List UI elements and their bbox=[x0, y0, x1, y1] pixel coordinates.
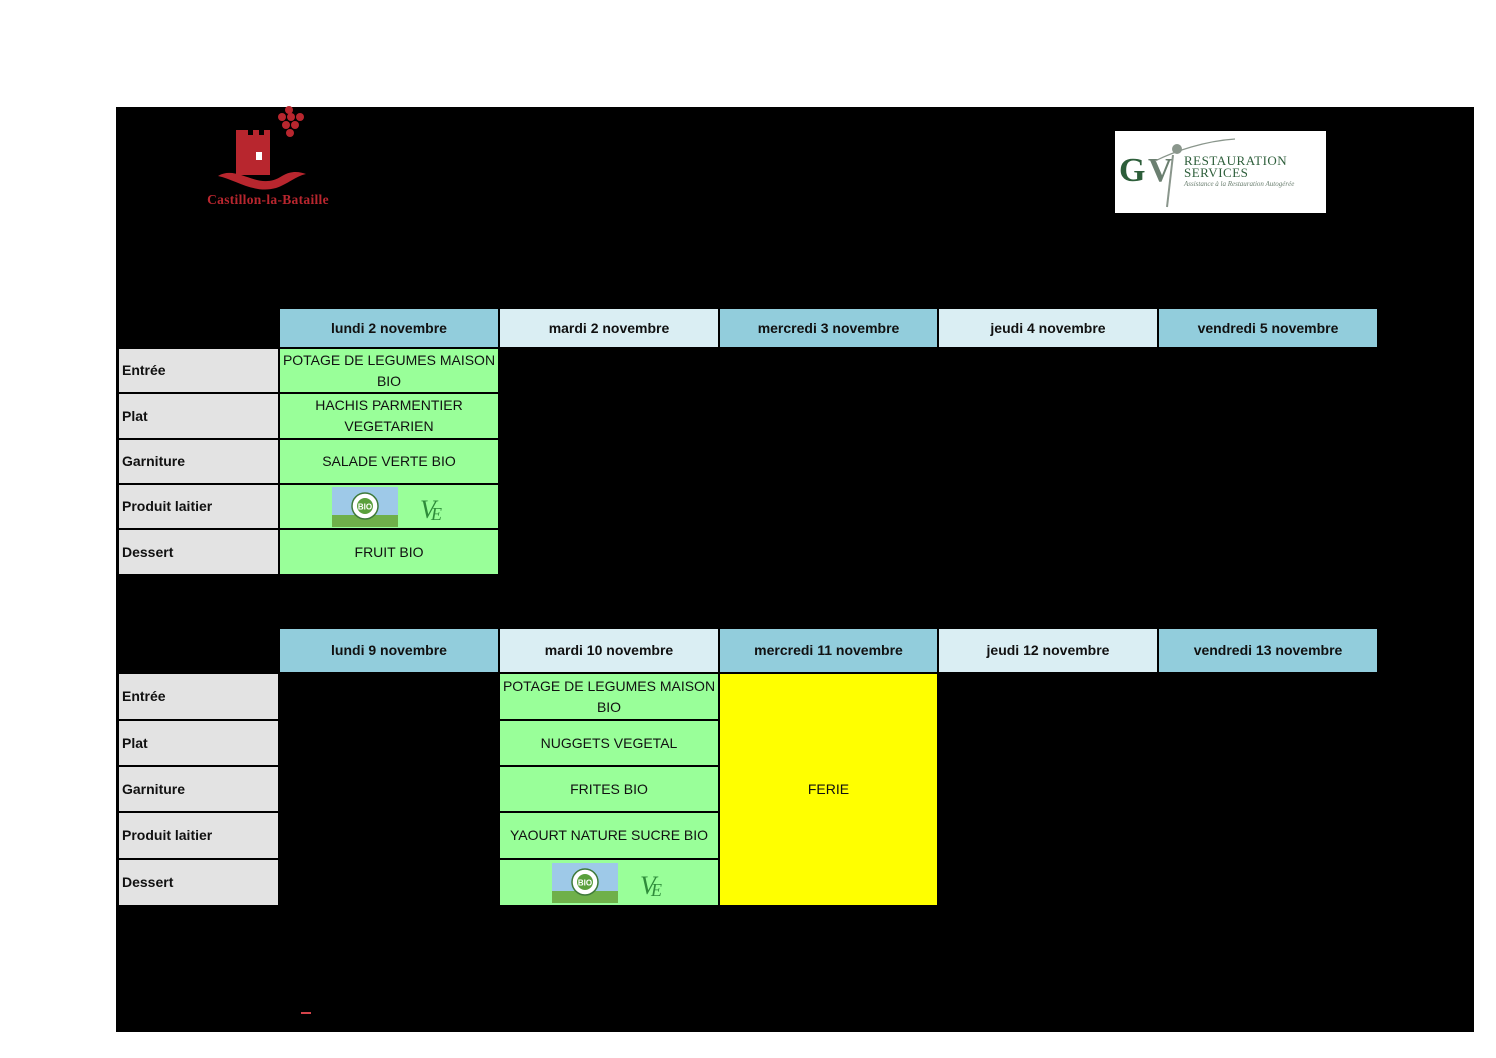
bio-territoire-engage-icon: BIO bbox=[332, 486, 398, 527]
gv-services-text: SERVICES bbox=[1184, 165, 1249, 180]
week2-row-label-entree: Entrée bbox=[119, 674, 278, 719]
svg-text:E: E bbox=[430, 504, 442, 524]
week2-header-thursday: jeudi 12 novembre bbox=[939, 629, 1157, 672]
week1-header-friday: vendredi 5 novembre bbox=[1159, 309, 1377, 347]
vegetarian-ve-icon: V E bbox=[420, 495, 442, 524]
bio-badge-text: BIO bbox=[578, 878, 592, 887]
week1-row-label-plat: Plat bbox=[119, 394, 278, 438]
vegetarian-ve-icon: V E bbox=[640, 871, 662, 900]
week1-monday-produit-laitier: BIO V E bbox=[280, 485, 498, 528]
week2-header-wednesday: mercredi 11 novembre bbox=[720, 629, 937, 672]
week1-header-wednesday: mercredi 3 novembre bbox=[720, 309, 937, 347]
svg-text:V: V bbox=[420, 495, 439, 524]
svg-text:G: G bbox=[1119, 152, 1145, 189]
week2-header-tuesday: mardi 10 novembre bbox=[500, 629, 718, 672]
bio-badge-text: BIO bbox=[358, 502, 372, 511]
castillon-logo: Castillon-la-Bataille bbox=[178, 102, 358, 210]
svg-text:E: E bbox=[650, 880, 662, 900]
gv-monogram-icon: G V bbox=[1119, 138, 1236, 208]
week2-header-monday: lundi 9 novembre bbox=[280, 629, 498, 672]
week1-monday-garniture: SALADE VERTE BIO bbox=[280, 440, 498, 483]
week2-header-friday: vendredi 13 novembre bbox=[1159, 629, 1377, 672]
week1-row-label-entree: Entrée bbox=[119, 349, 278, 392]
gv-restauration-logo: G V RESTAURATION SERVICES Assistance à l… bbox=[1115, 131, 1326, 213]
castillon-logo-text: Castillon-la-Bataille bbox=[207, 192, 329, 207]
week1-monday-dessert: FRUIT BIO bbox=[280, 530, 498, 574]
week2-row-label-plat: Plat bbox=[119, 721, 278, 765]
week1-row-label-produit-laitier: Produit laitier bbox=[119, 485, 278, 528]
gv-tagline: Assistance à la Restauration Autogérée bbox=[1184, 180, 1295, 188]
week1-header-thursday: jeudi 4 novembre bbox=[939, 309, 1157, 347]
week2-tuesday-produit-laitier: YAOURT NATURE SUCRE BIO bbox=[500, 813, 718, 858]
castle-grapes-icon bbox=[218, 106, 306, 190]
week1-row-label-garniture: Garniture bbox=[119, 440, 278, 483]
week1-header-tuesday: mardi 2 novembre bbox=[500, 309, 718, 347]
week2-row-label-garniture: Garniture bbox=[119, 767, 278, 811]
week1-monday-entree: POTAGE DE LEGUMES MAISON BIO bbox=[280, 349, 498, 392]
gv-restauration-text: RESTAURATION bbox=[1184, 153, 1288, 168]
week2-row-label-dessert: Dessert bbox=[119, 860, 278, 905]
week2-tuesday-dessert: BIO V E bbox=[500, 860, 718, 905]
week1-row-label-dessert: Dessert bbox=[119, 530, 278, 574]
week1-header-monday: lundi 2 novembre bbox=[280, 309, 498, 347]
week2-tuesday-garniture: FRITES BIO bbox=[500, 767, 718, 811]
week1-monday-plat: HACHIS PARMENTIER VEGETARIEN bbox=[280, 394, 498, 438]
svg-text:V: V bbox=[640, 871, 659, 900]
week2-wednesday-ferie: FERIE bbox=[720, 674, 937, 905]
week2-tuesday-entree: POTAGE DE LEGUMES MAISON BIO bbox=[500, 674, 718, 719]
week2-tuesday-plat: NUGGETS VEGETAL bbox=[500, 721, 718, 765]
week2-row-label-produit-laitier: Produit laitier bbox=[119, 813, 278, 858]
decorative-mark bbox=[301, 1012, 311, 1014]
bio-territoire-engage-icon: BIO bbox=[552, 862, 618, 903]
